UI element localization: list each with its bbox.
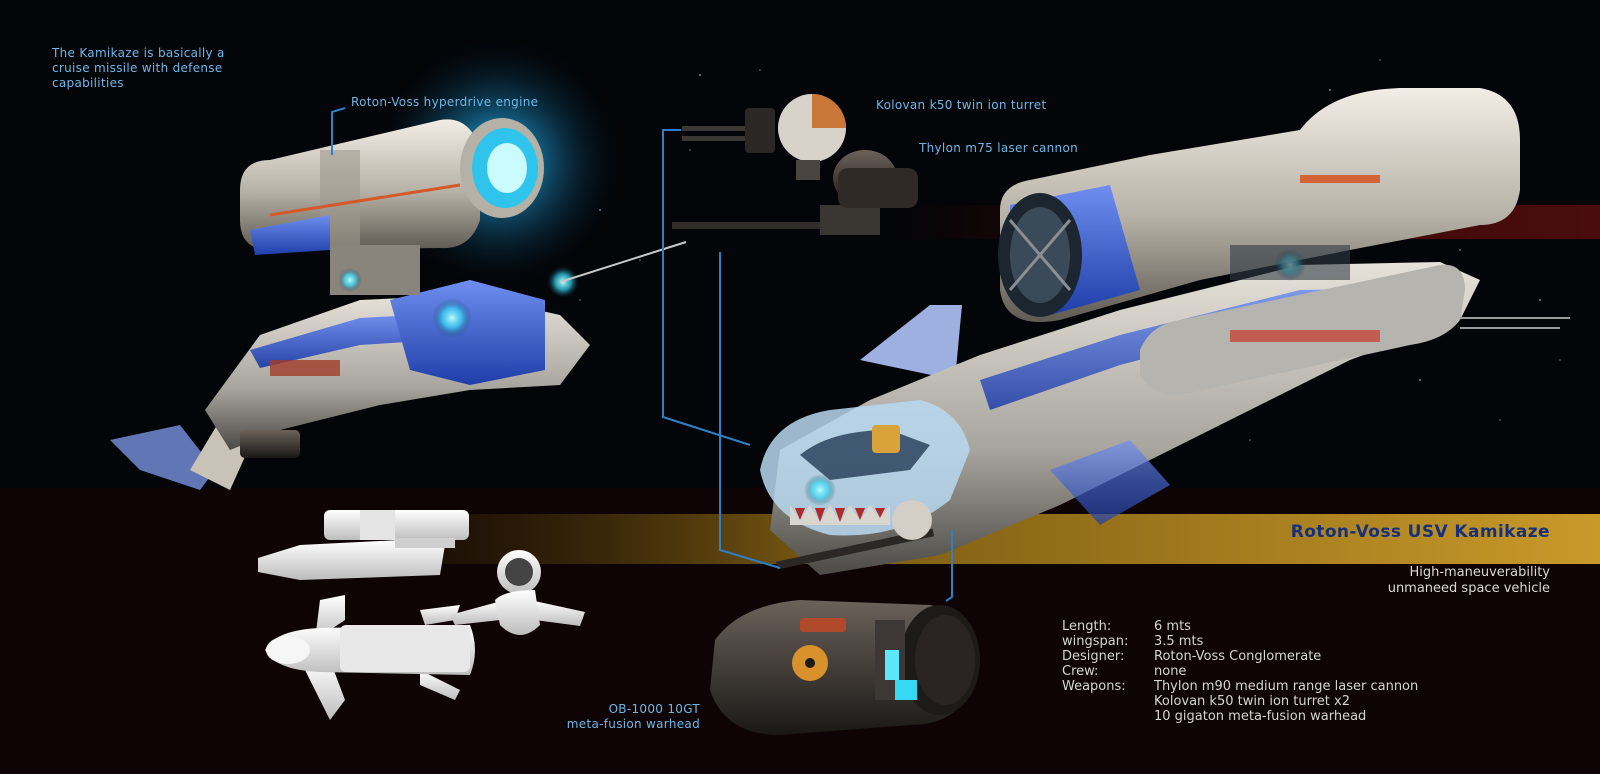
spec-key: Length:: [1062, 619, 1112, 634]
engine-callout-line: [331, 107, 346, 155]
cannon-callout-label: Thylon m75 laser cannon: [919, 141, 1078, 155]
weapons-extra-line: 10 gigaton meta-fusion warhead: [1154, 709, 1367, 724]
left-ship: [110, 37, 687, 490]
warhead-label-line-2: meta-fusion warhead: [566, 717, 700, 731]
turret-model: [682, 94, 846, 180]
weapons-extra-line: Kolovan k50 twin ion turret x2: [1154, 694, 1350, 709]
ship-subtitle: High-maneuverability unmaneed space vehi…: [1250, 565, 1550, 597]
spec-key: Designer:: [1062, 649, 1125, 664]
callout-lines: [331, 107, 953, 602]
top-view-drawing: [265, 595, 475, 720]
cannon-callout-line: [719, 252, 781, 569]
engine-callout-label: Roton-Voss hyperdrive engine: [351, 95, 539, 109]
spec-table: Length: 6 mts wingspan: 3.5 mts Designer…: [1062, 619, 1418, 724]
turret-callout-label: Kolovan k50 twin ion turret: [876, 98, 1047, 112]
spec-value: none: [1154, 664, 1187, 679]
warhead-callout-label: OB-1000 10GT meta-fusion warhead: [520, 702, 700, 732]
side-view-drawing: [258, 510, 469, 580]
turret-callout-line: [662, 129, 751, 446]
spec-key: Crew:: [1062, 664, 1099, 679]
cannon-model: [672, 150, 918, 235]
subtitle-line-1: High-maneuverability: [1409, 565, 1550, 580]
spec-value: 6 mts: [1154, 619, 1191, 634]
spec-key: wingspan:: [1062, 634, 1129, 649]
spec-row: wingspan: 3.5 mts: [1062, 634, 1418, 649]
front-view-drawing: [450, 550, 585, 635]
spec-value: Thylon m90 medium range laser cannon: [1154, 679, 1419, 694]
spec-row: Designer: Roton-Voss Conglomerate: [1062, 649, 1418, 664]
spec-key: Weapons:: [1062, 679, 1126, 694]
spec-row: Length: 6 mts: [1062, 619, 1418, 634]
spec-row: Crew: none: [1062, 664, 1418, 679]
warhead-model: [710, 600, 980, 735]
spec-row: Weapons: Thylon m90 medium range laser c…: [1062, 679, 1418, 694]
ship-title: Roton-Voss USV Kamikaze: [1290, 522, 1550, 542]
right-ship: [760, 88, 1570, 575]
intro-text: The Kamikaze is basically a cruise missi…: [52, 46, 225, 90]
subtitle-line-2: unmaneed space vehicle: [1387, 581, 1550, 596]
warhead-label-line-1: OB-1000 10GT: [608, 702, 700, 716]
spec-value: 3.5 mts: [1154, 634, 1204, 649]
warhead-callout-line: [945, 530, 953, 602]
spec-value: Roton-Voss Conglomerate: [1154, 649, 1322, 664]
